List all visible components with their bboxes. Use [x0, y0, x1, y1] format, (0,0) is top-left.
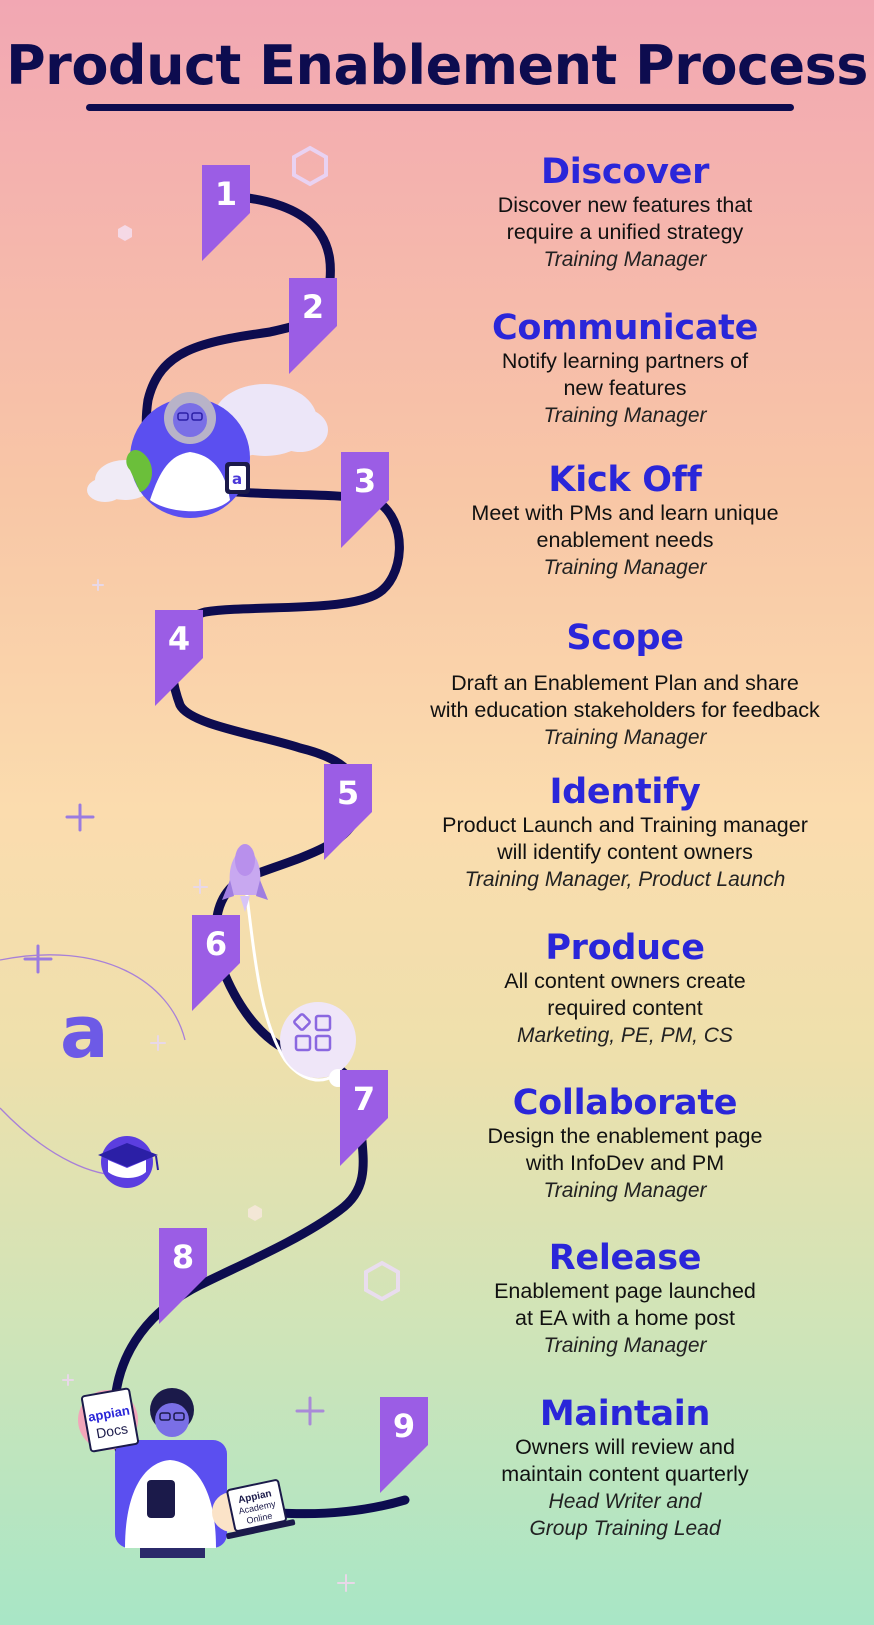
- plus-icon: [62, 579, 355, 1592]
- step-number: 4: [167, 620, 191, 658]
- step-maintain: Maintain Owners will review and maintain…: [395, 1394, 855, 1542]
- step-produce: Produce All content owners create requir…: [395, 928, 855, 1049]
- step-description: Draft an Enablement Plan and share with …: [430, 671, 820, 722]
- step-heading: Scope: [566, 618, 684, 658]
- step-owner: Training Manager: [543, 556, 707, 579]
- step-owner: Training Manager, Product Launch: [464, 868, 786, 891]
- apps-grid-icon: [280, 1002, 356, 1087]
- avatar-training-manager: a: [126, 392, 250, 518]
- step-scope: Scope Draft an Enablement Plan and share…: [395, 618, 855, 751]
- step-description: Notify learning partners of new features: [501, 349, 749, 400]
- step-communicate: Communicate Notify learning partners of …: [395, 308, 855, 429]
- step-owner: Training Manager: [543, 1334, 707, 1357]
- step-heading: Discover: [540, 152, 710, 192]
- hexagon-icon: [292, 145, 328, 187]
- step-release: Release Enablement page launched at EA w…: [395, 1238, 855, 1359]
- step-heading: Collaborate: [512, 1083, 738, 1123]
- step-number: 2: [301, 288, 325, 326]
- step-number: 7: [352, 1080, 376, 1118]
- tablet-logo-icon: a: [232, 470, 242, 488]
- hexagon-icon: [118, 225, 132, 241]
- step-owner: Marketing, PE, PM, CS: [517, 1024, 733, 1047]
- step-flag-2: 2: [289, 278, 337, 374]
- step-heading: Communicate: [491, 308, 759, 348]
- svg-text:Docs: Docs: [95, 1420, 129, 1441]
- step-heading: Release: [548, 1238, 702, 1278]
- step-flag-6: 6: [192, 915, 240, 1011]
- step-description: All content owners create required conte…: [504, 969, 746, 1020]
- docs-badge-icon: appian Docs: [80, 1387, 140, 1453]
- step-kick-off: Kick Off Meet with PMs and learn unique …: [395, 460, 855, 581]
- step-collaborate: Collaborate Design the enablement page w…: [395, 1083, 855, 1204]
- step-description: Discover new features that require a uni…: [497, 193, 753, 244]
- step-description: Enablement page launched at EA with a ho…: [494, 1279, 756, 1330]
- step-description: Design the enablement page with InfoDev …: [487, 1124, 763, 1175]
- step-number: 1: [214, 175, 238, 213]
- step-flag-5: 5: [324, 764, 372, 860]
- hexagon-icon: [364, 1260, 400, 1302]
- step-owner: Training Manager: [543, 1179, 707, 1202]
- step-heading: Identify: [549, 772, 701, 812]
- laptop-icon: Appian Academy Online: [226, 1479, 296, 1540]
- plus-icon: [295, 1396, 325, 1426]
- step-description: Product Launch and Training manager will…: [442, 813, 808, 864]
- step-flag-9: 9: [380, 1397, 428, 1493]
- step-heading: Produce: [545, 928, 705, 968]
- step-owner: Training Manager: [543, 726, 707, 749]
- page-title: Product Enablement Process: [6, 34, 868, 97]
- step-owner: Training Manager: [543, 248, 707, 271]
- step-discover: Discover Discover new features that requ…: [395, 152, 855, 273]
- step-flag-8: 8: [159, 1228, 207, 1324]
- plus-icon: [23, 944, 53, 974]
- step-number: 5: [336, 774, 360, 812]
- graduation-cap-icon: [98, 1136, 159, 1188]
- step-description: Meet with PMs and learn unique enablemen…: [471, 501, 779, 552]
- step-number: 9: [392, 1407, 416, 1445]
- step-identify: Identify Product Launch and Training man…: [395, 772, 855, 893]
- step-owner: Training Manager: [543, 404, 707, 427]
- plus-icon: [65, 803, 95, 832]
- step-flag-1: 1: [202, 165, 250, 261]
- step-number: 8: [171, 1238, 195, 1276]
- step-owner: Head Writer and Group Training Lead: [529, 1490, 721, 1540]
- appian-logo-icon: a: [60, 990, 109, 1074]
- rocket-icon: [222, 844, 268, 912]
- step-heading: Maintain: [539, 1394, 711, 1434]
- step-number: 6: [204, 925, 228, 963]
- svg-text:appian: appian: [87, 1403, 131, 1425]
- step-heading: Kick Off: [548, 460, 702, 500]
- step-flag-7: 7: [340, 1070, 388, 1166]
- step-flag-3: 3: [341, 452, 389, 548]
- title-underline: [86, 104, 794, 111]
- step-number: 3: [353, 462, 377, 500]
- hexagon-icon: [248, 1205, 262, 1221]
- step-flag-4: 4: [155, 610, 203, 706]
- step-description: Owners will review and maintain content …: [501, 1435, 749, 1486]
